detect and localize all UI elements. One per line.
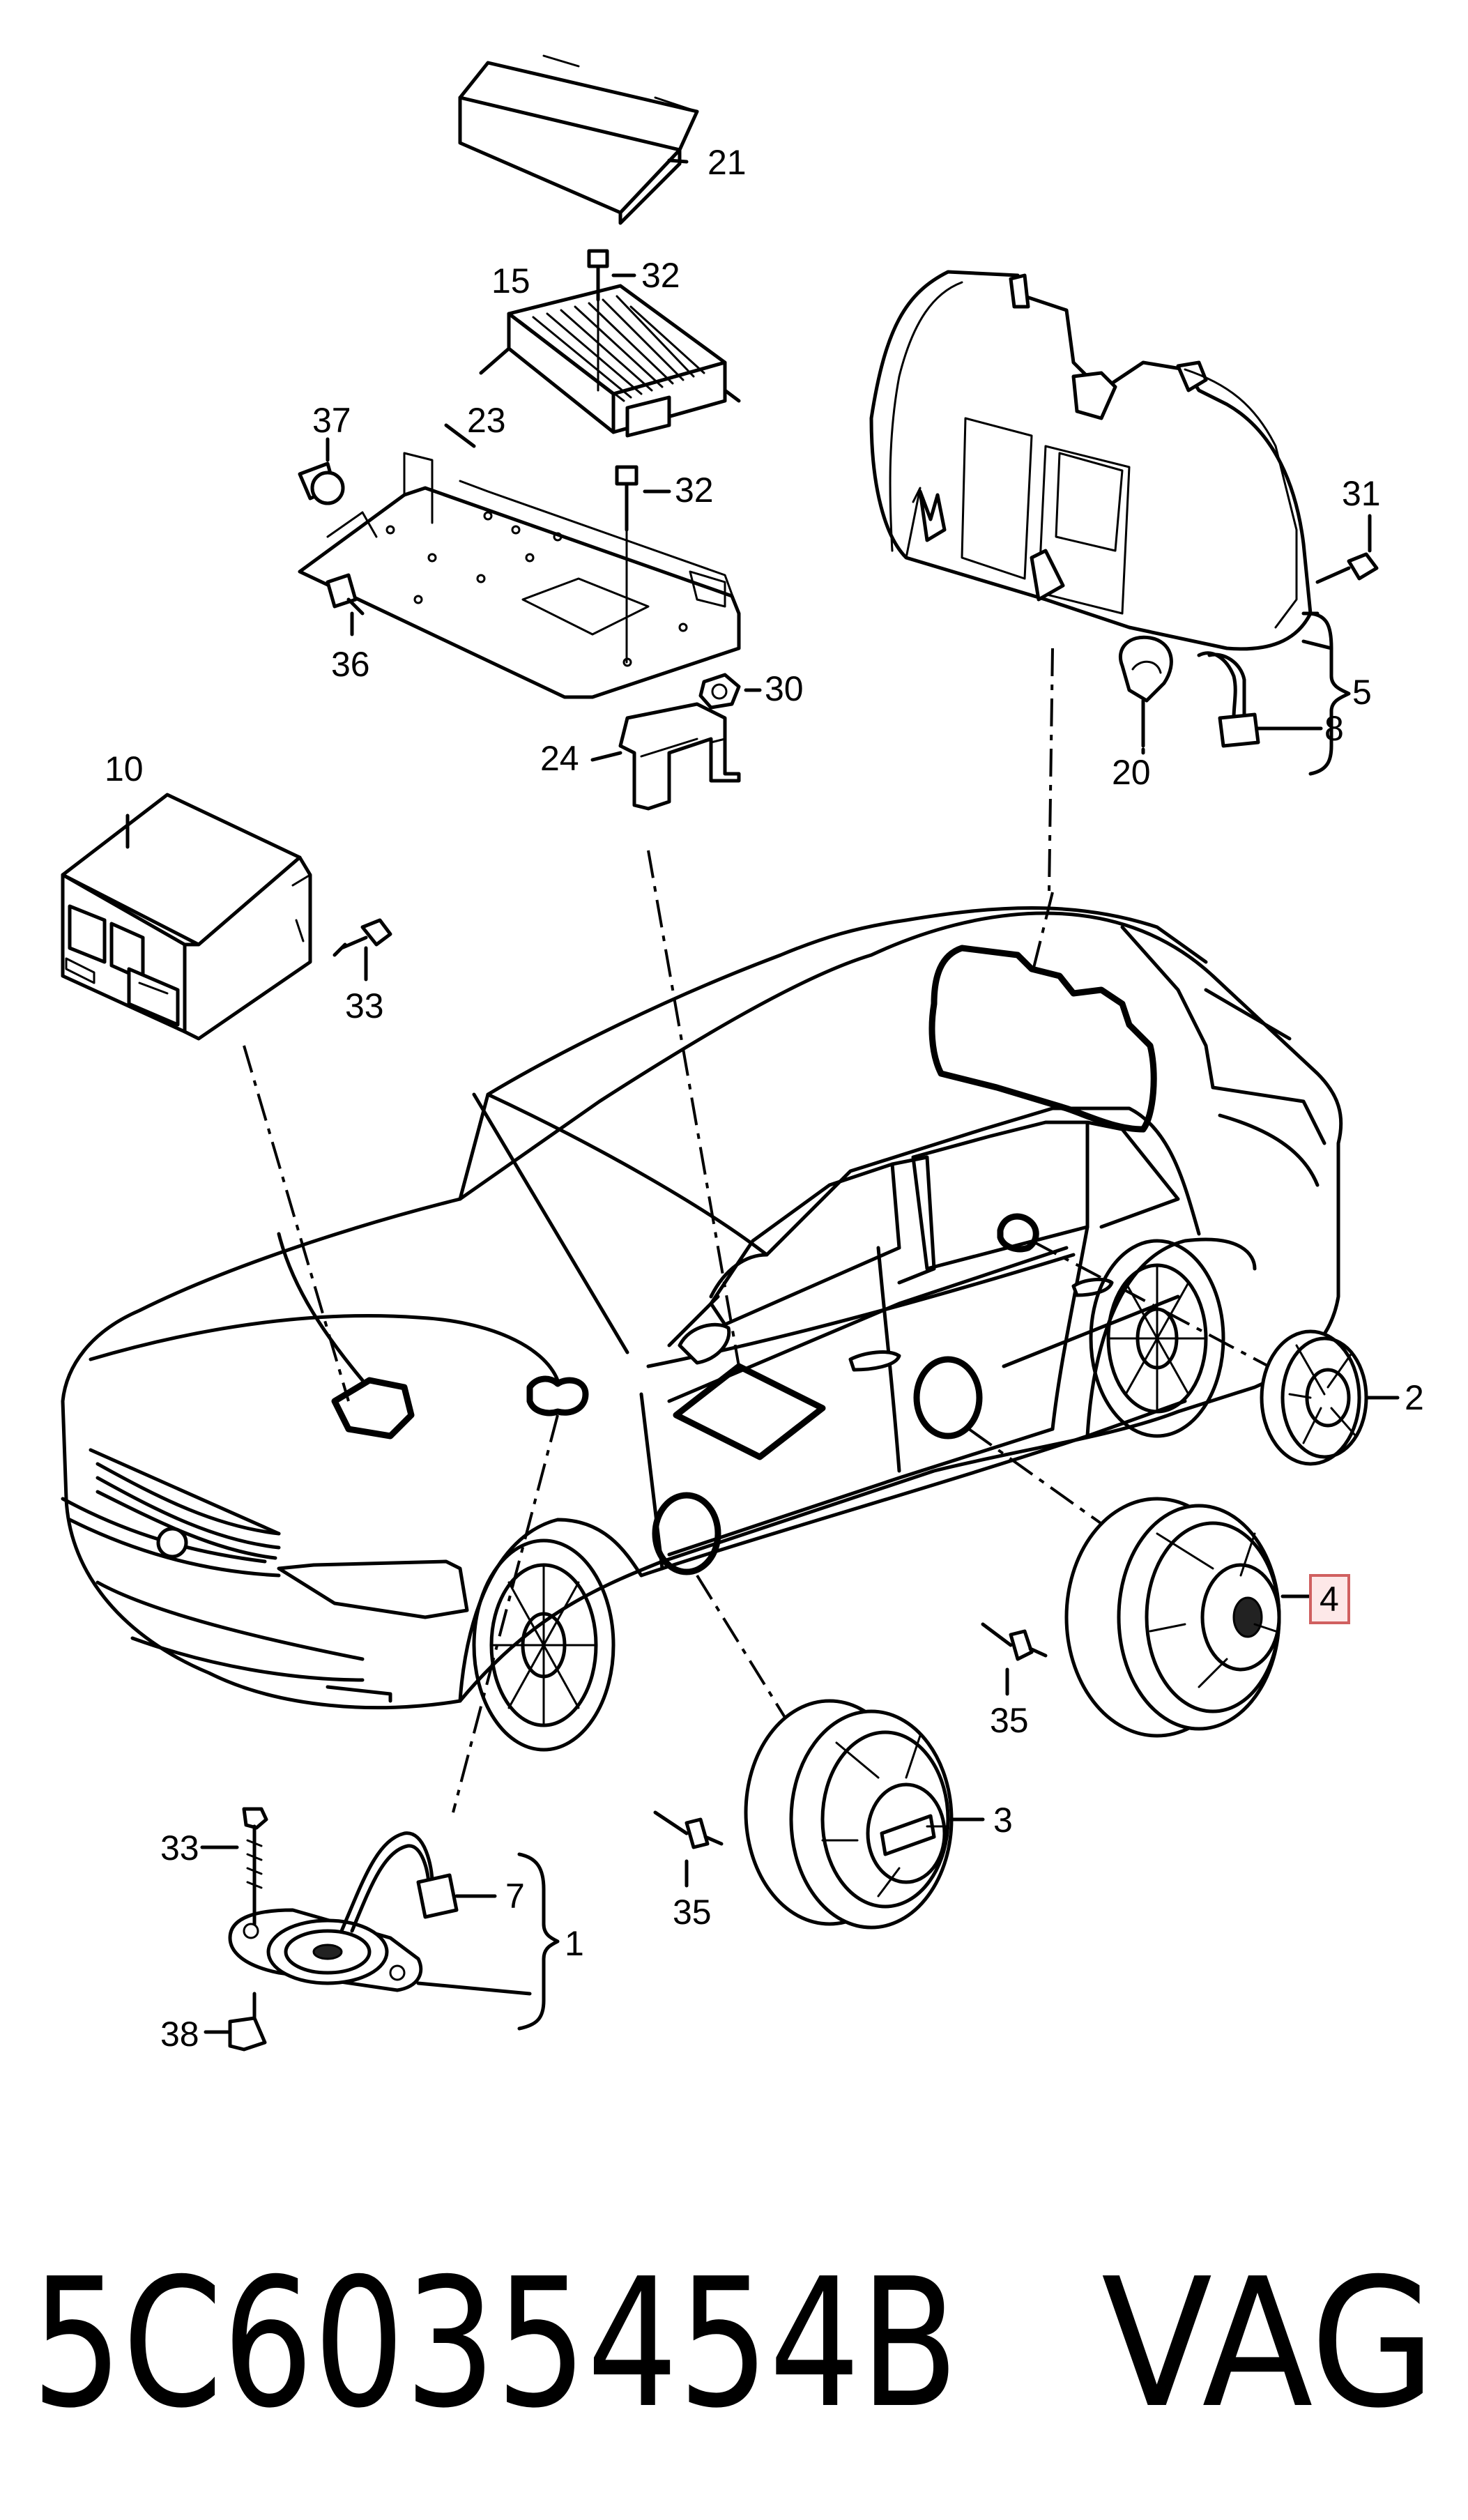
callout-3: 3 [993,1801,1013,1840]
callout-4: 4 [1320,1580,1339,1619]
part-23-bracket [298,423,741,699]
part-24-bracket [590,702,741,811]
callout-24: 24 [540,739,579,778]
footer: 5C6035454B VAG [31,2240,1436,2448]
callout-8: 8 [1324,709,1344,748]
callout-37: 37 [312,401,351,440]
callout-30: 30 [765,669,804,708]
callout-4-highlight [1309,1574,1350,1624]
part-8-connector [1197,651,1323,748]
part-15-amplifier [479,284,741,438]
part-5-trim-panel [869,270,1313,651]
car-body [61,906,1343,1752]
callout-32-top: 32 [641,256,680,295]
callout-21: 21 [708,143,747,182]
callout-10: 10 [105,749,144,788]
part-36-screw [326,573,365,636]
part-35-rivet-left [653,1810,724,1888]
callout-15: 15 [491,261,530,300]
part-32-bolt-mid [615,465,671,664]
callout-labels: 21 15 32 37 23 32 36 30 24 31 5 8 20 10 … [105,143,1424,2054]
callout-31: 31 [1342,474,1381,513]
part-32-bolt-top [587,249,636,392]
part-20-clip [1118,635,1173,748]
callout-5: 5 [1352,673,1372,712]
callout-leaders [1141,611,1320,755]
part-5-bracket [1301,611,1351,776]
part-30-nut [698,673,762,710]
callout-1: 1 [565,1924,584,1963]
callout-7: 7 [505,1877,525,1916]
part-4-speaker [1064,1497,1313,1738]
callout-33-bottom: 33 [160,1828,199,1868]
part-38-clip [204,1992,267,2052]
part-33-screw-bottom [200,1807,268,1926]
part-35-rivet-right [981,1622,1048,1696]
part-1-tweeter-assembly [228,1831,532,1996]
callout-2: 2 [1405,1378,1424,1417]
part-10-control-unit [61,793,312,1041]
brand-name: VAG [1101,2240,1436,2448]
part-3-speaker [744,1699,985,1930]
callout-23: 23 [467,401,506,440]
callout-32-mid: 32 [675,471,714,510]
part-number: 5C6035454B [31,2240,958,2448]
part-1-bracket [517,1852,560,2031]
callout-36: 36 [331,645,370,684]
location-markers [331,945,1157,1575]
callout-35-left: 35 [673,1893,712,1932]
callout-38: 38 [160,2015,199,2054]
part-37-clip [298,437,345,505]
leader-lines [243,648,1269,1813]
callout-35-right: 35 [990,1701,1029,1740]
part-2-tweeter [1260,1329,1400,1466]
callout-33-mid: 33 [345,986,384,1025]
part-31-screw [1315,514,1379,584]
part-21-cover [458,54,699,225]
callout-20: 20 [1112,753,1151,792]
part-33-screw-mid [332,918,392,982]
